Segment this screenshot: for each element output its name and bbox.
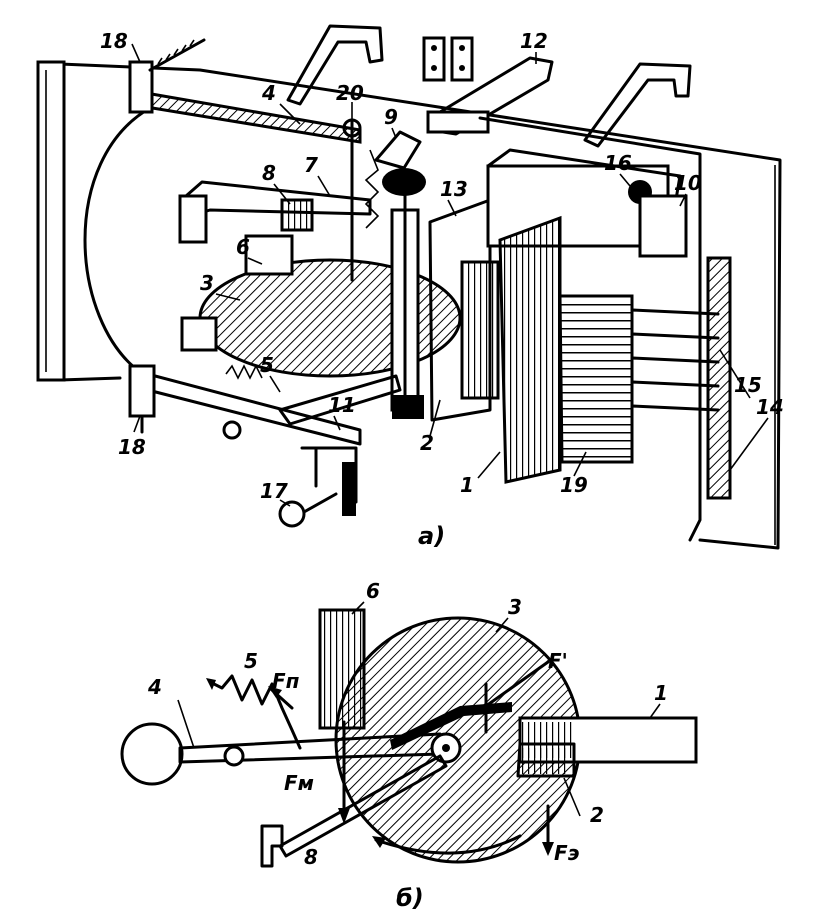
- magnet-6-b: [318, 608, 366, 730]
- top-rail: [138, 90, 362, 144]
- left-post: [36, 60, 66, 382]
- label-17: 17: [260, 479, 288, 503]
- leader-lines-b: [177, 601, 661, 817]
- magnet-6: [244, 234, 294, 276]
- label-f-prime: F': [548, 649, 568, 673]
- label-14: 14: [756, 395, 784, 419]
- label-6-b: 6: [366, 579, 380, 603]
- label-13: 13: [440, 177, 468, 201]
- disc-3: [198, 258, 462, 378]
- part-9: [374, 130, 422, 170]
- screw-17: [278, 500, 306, 528]
- lever-clamp: [178, 194, 208, 244]
- core-1: [498, 215, 562, 484]
- arm-8-b: [278, 754, 448, 858]
- coil-13: [428, 198, 492, 422]
- spring-20: [364, 149, 380, 229]
- left-handle: [286, 24, 384, 106]
- label-7: 7: [304, 153, 318, 177]
- rotation-arc: [374, 834, 522, 855]
- terminal-pins: [630, 256, 732, 500]
- magnet-back: [460, 260, 500, 400]
- right-handle: [583, 62, 692, 148]
- terminal-plate-b: [450, 36, 474, 82]
- leader-lines-a: [131, 43, 769, 507]
- ball-4: [120, 722, 184, 786]
- label-6-a: 6: [236, 235, 250, 259]
- label-5-a: 5: [260, 353, 274, 377]
- label-8: 8: [262, 161, 276, 185]
- terminal-plate-a: [422, 36, 446, 82]
- spring-5-b: [208, 674, 302, 750]
- label-fm: Fм: [284, 771, 314, 795]
- label-8-b: 8: [304, 845, 318, 869]
- label-2-b: 2: [590, 803, 604, 827]
- catch-arm: [390, 702, 512, 750]
- label-15: 15: [734, 373, 762, 397]
- lever-pivot: [223, 745, 245, 767]
- label-5-b: 5: [244, 649, 258, 673]
- label-20: 20: [336, 81, 364, 105]
- caption-b: б): [396, 884, 424, 912]
- top-knob: [382, 168, 426, 196]
- lever-arm: [184, 180, 372, 218]
- bottom-spring-block: [128, 364, 156, 418]
- lower-beam: [138, 370, 362, 446]
- block-10: [638, 194, 688, 258]
- label-4-b: 4: [147, 675, 162, 699]
- label-3-a: 3: [200, 271, 214, 295]
- label-18-top: 18: [100, 29, 128, 53]
- label-9: 9: [384, 105, 398, 129]
- label-10: 10: [674, 171, 702, 195]
- label-fp: Fп: [272, 669, 300, 693]
- lower-bracket: [180, 316, 218, 352]
- core-19: [558, 294, 634, 464]
- figure-a-labels: 18 4 20 9 12 7 8 6 3 13 16 10 5 11 18 17…: [100, 29, 784, 507]
- terminal-block: [426, 110, 490, 134]
- figure-b-view: [120, 608, 698, 868]
- spring-5: [225, 364, 263, 380]
- label-4: 4: [261, 81, 276, 105]
- armature-8: [280, 198, 314, 232]
- label-19: 19: [560, 473, 588, 497]
- arm-11: [278, 374, 402, 426]
- label-2-a: 2: [420, 431, 434, 455]
- top-spring-block: [128, 60, 154, 114]
- hook-8: [260, 824, 284, 868]
- screw: [222, 420, 242, 440]
- arc-frame: [83, 106, 152, 374]
- pole-2-hatch: [522, 748, 570, 774]
- figure-a-view: [36, 24, 782, 550]
- label-3-b: 3: [508, 595, 522, 619]
- label-18-bottom: 18: [118, 435, 146, 459]
- figure-b-labels: 6 3 F' 1 5 Fп 4 Fм 2 8 Fэ: [147, 579, 668, 869]
- label-11: 11: [328, 393, 356, 417]
- label-16: 16: [604, 151, 632, 175]
- label-12: 12: [520, 29, 548, 53]
- pole-2-b: [516, 742, 576, 778]
- label-1-a: 1: [460, 473, 474, 497]
- label-1-b: 1: [654, 681, 668, 705]
- label-fe: Fэ: [554, 841, 580, 865]
- caption-a: а): [418, 522, 445, 550]
